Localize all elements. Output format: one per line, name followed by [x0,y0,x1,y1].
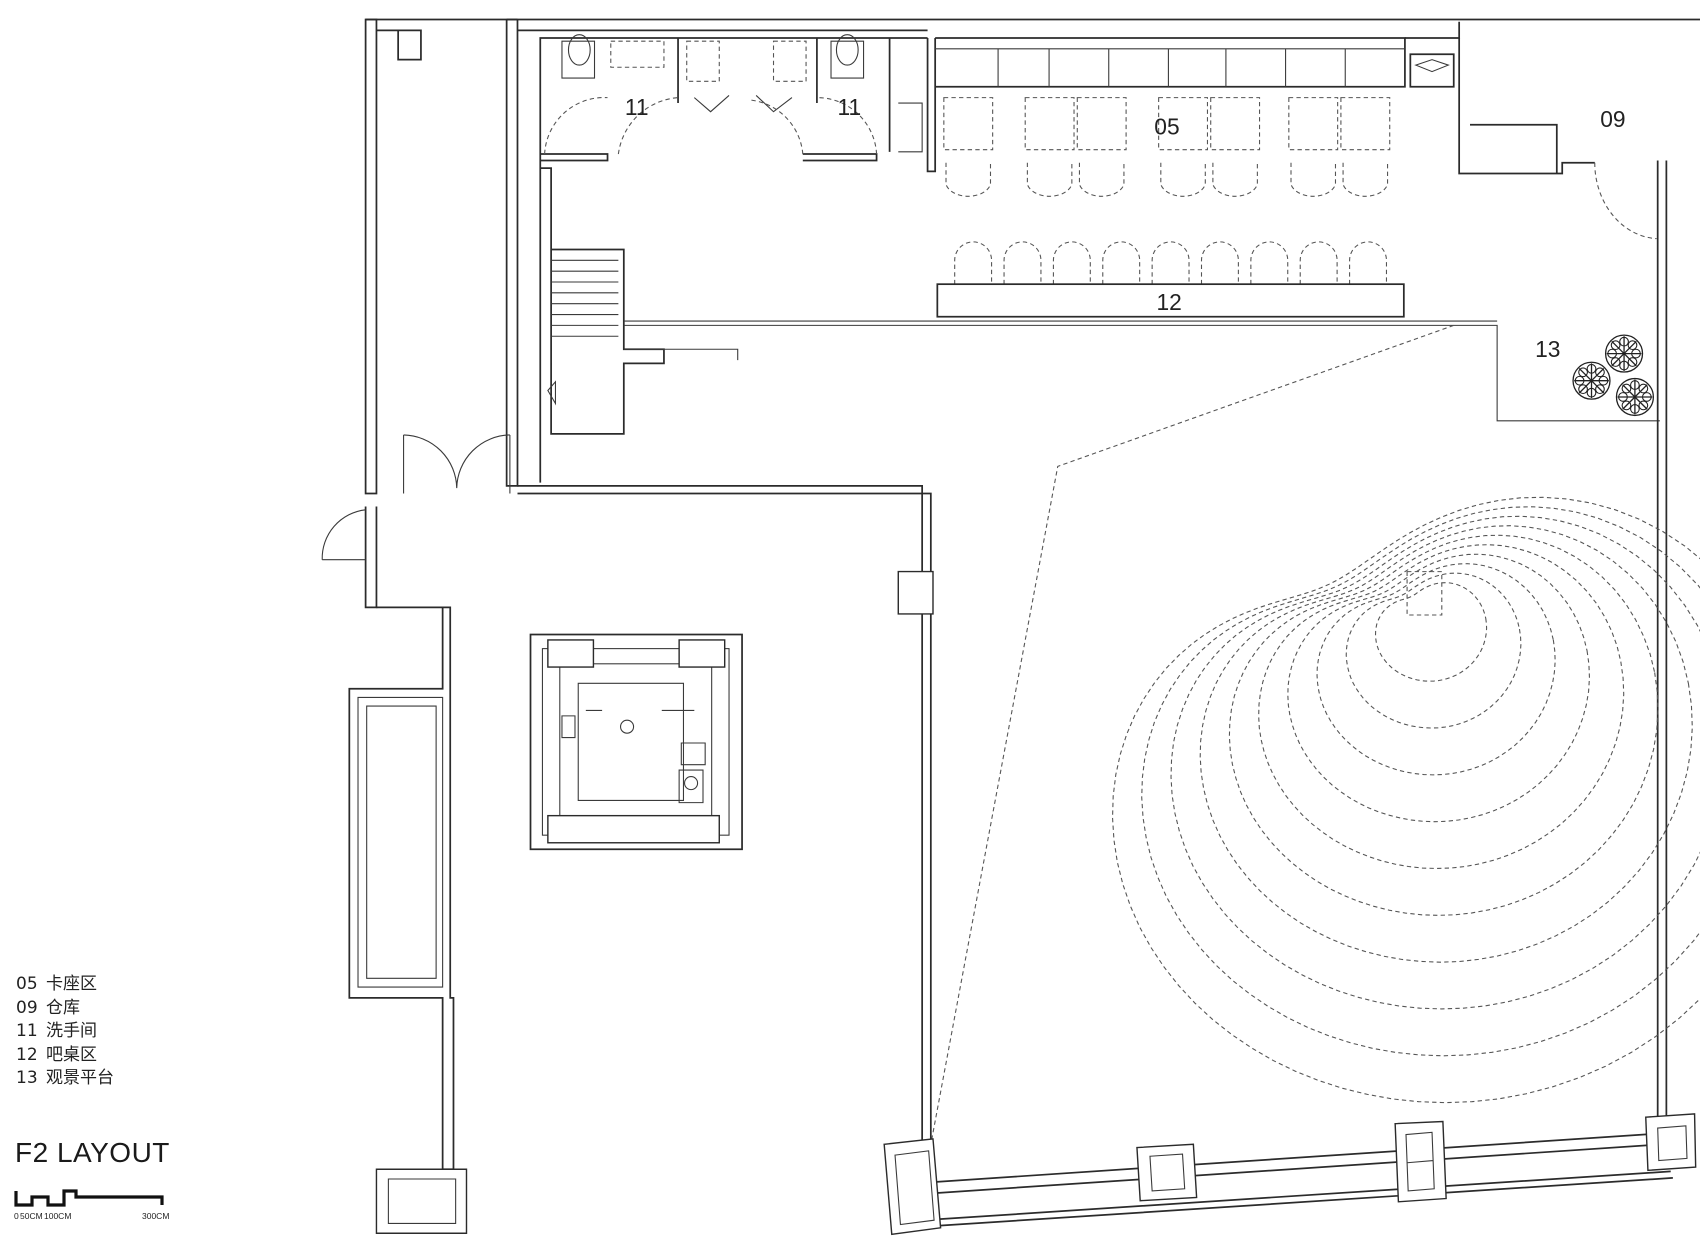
contour-line [1199,525,1693,963]
legend-code: 12 [16,1044,38,1065]
legend-item: 09 仓库 [16,997,114,1021]
bar-stool [1200,241,1239,285]
booth-seat [1076,97,1127,151]
scale-bar: 0 50CM 100CM 300CM [14,1189,169,1221]
corridor-walls [321,18,1700,1234]
contour-line [1141,506,1700,1057]
contour-line [1258,544,1625,870]
legend-item: 12 吧桌区 [16,1044,114,1068]
tree-icon [1604,334,1644,373]
bottom-facade [883,1113,1697,1236]
contour-line [1287,553,1590,823]
tree-planters [1572,334,1655,417]
contour-line [1111,496,1700,1104]
scale-label-50: 50CM [20,1211,43,1221]
bar-stool [1151,241,1190,285]
booth-chair [1026,162,1073,197]
booth-seat [1288,97,1339,151]
bar-stool [1102,241,1141,285]
room-legend: 05 卡座区 09 仓库 11 洗手间 12 吧桌区 13 观景平台 [16,973,114,1091]
bar-stools [954,241,1388,285]
tree-icon [1572,361,1611,400]
bar-stool [954,241,993,285]
legend-item: 13 观景平台 [16,1067,114,1091]
elevator-core [529,633,743,851]
contour-center-marker [1406,571,1443,616]
scale-label-300: 300CM [142,1211,169,1221]
scale-label-0: 0 [14,1211,19,1221]
contour-line [1345,572,1522,729]
bar-counter [936,283,1405,318]
booth-chair [1078,162,1125,197]
bar-stool [1349,241,1388,285]
booth-chair [1342,162,1389,197]
booth-chair [1290,162,1337,197]
atrium-walls [517,37,934,1149]
bar-stool [1250,241,1289,285]
booth-area [926,21,1461,173]
storage-room [1458,37,1668,1129]
legend-code: 09 [16,997,38,1018]
legend-name: 卡座区 [46,974,97,994]
booth-seat [1158,97,1209,151]
booth-seat [1210,97,1261,151]
contour-landscape [1111,496,1700,1104]
legend-item: 11 洗手间 [16,1020,114,1044]
room-label-13: 13 [1535,336,1560,362]
bar-stool [1003,241,1042,285]
room-label-09: 09 [1600,106,1625,132]
legend-name: 观景平台 [46,1068,114,1088]
booth-chairs [943,97,1391,197]
atrium-outline [930,324,1454,1145]
legend-code: 13 [16,1068,38,1088]
contour-line [1316,563,1556,776]
legend-name: 仓库 [46,997,80,1018]
bar-stool [1299,241,1338,285]
room-label-11-left: 11 [625,94,649,120]
contour-line [1228,534,1659,916]
room-label-11-right: 11 [838,94,862,120]
room-label-05: 05 [1154,113,1179,139]
legend-code: 11 [16,1021,38,1041]
booth-seat [1024,97,1075,151]
legend-code: 05 [16,974,38,994]
stair [540,167,1660,435]
booth-seat [1340,97,1391,151]
drawing-title: F2 LAYOUT [15,1137,170,1168]
legend-name: 吧桌区 [46,1044,97,1065]
booth-chair [945,162,992,197]
booth-chair [1160,162,1206,197]
booth-seat [943,97,994,151]
restrooms [540,34,923,162]
bar-stool [1052,241,1091,285]
room-label-12: 12 [1156,289,1181,315]
contour-line [1170,515,1700,1010]
tree-icon [1615,377,1655,417]
legend-item: 05 卡座区 [16,973,114,997]
contour-line [1374,582,1488,682]
scale-label-100: 100CM [44,1211,71,1221]
booth-chair [1212,162,1258,197]
legend-name: 洗手间 [46,1021,97,1041]
